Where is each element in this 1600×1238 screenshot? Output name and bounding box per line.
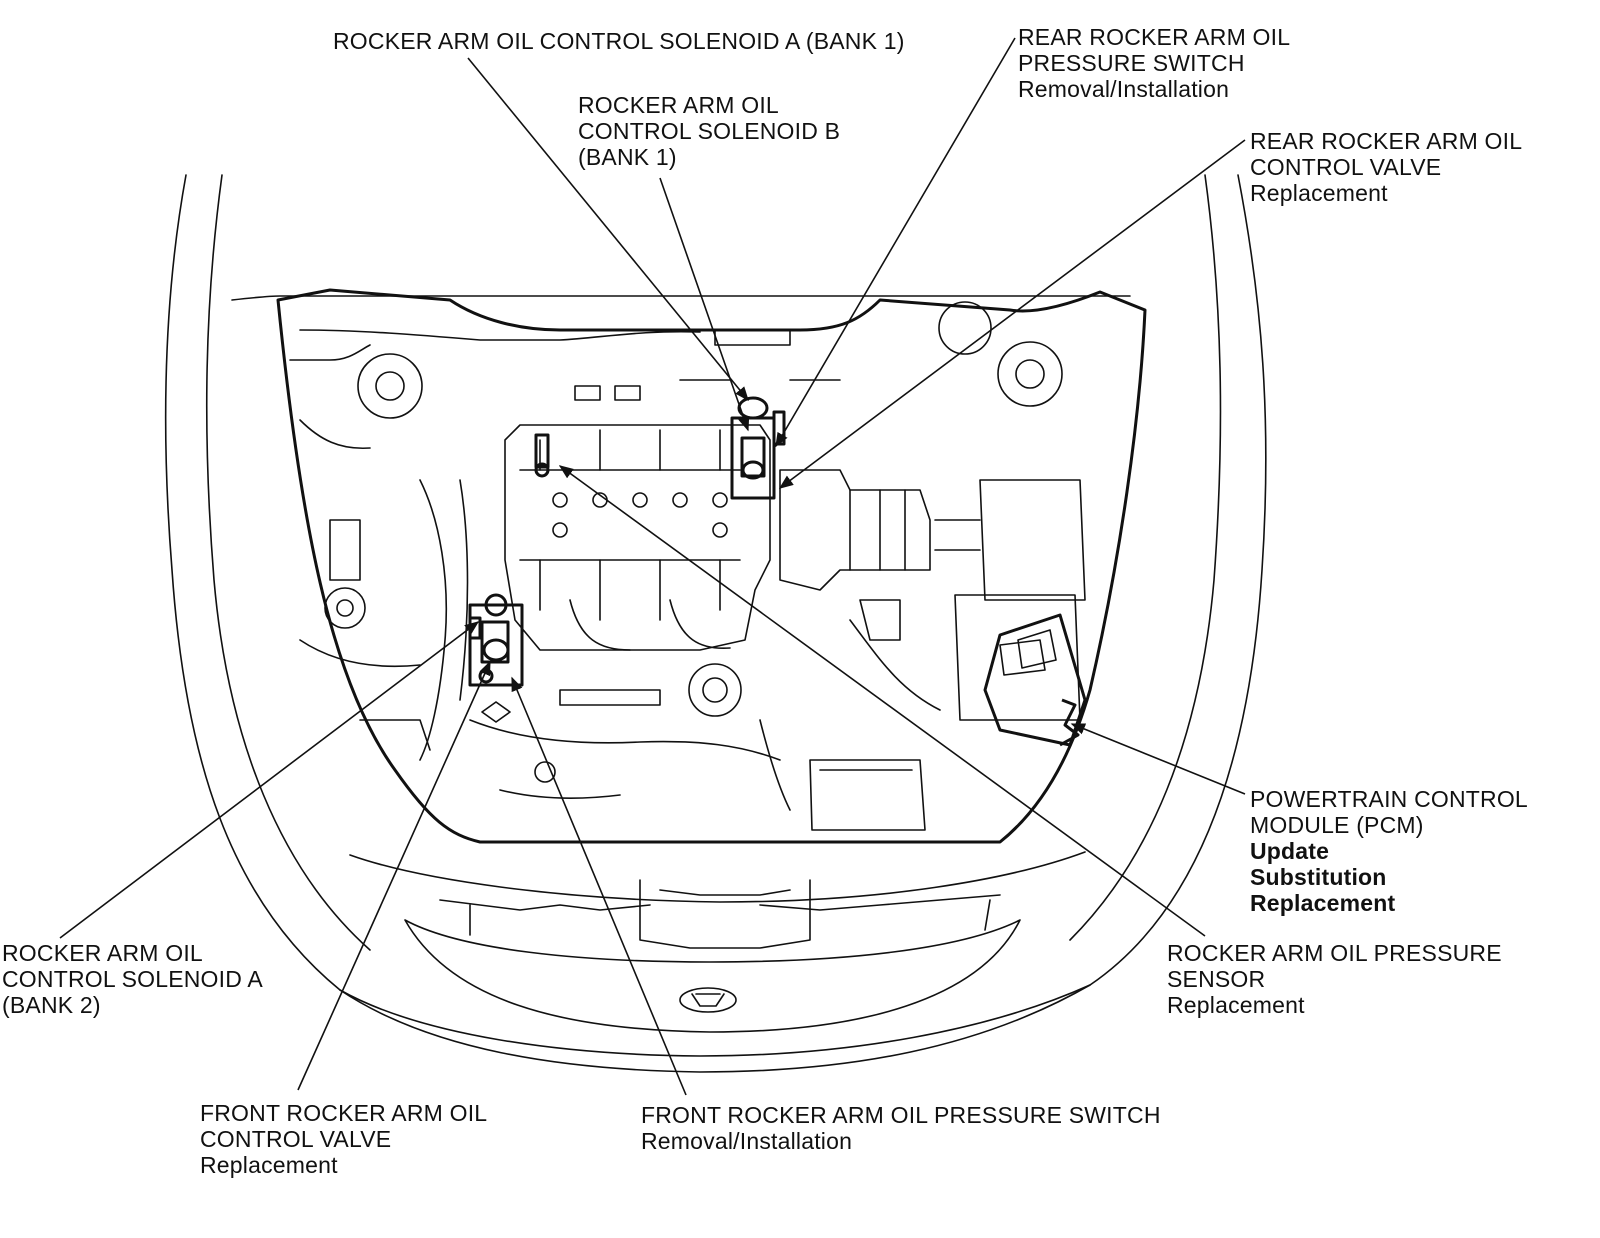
callout-title: (BANK 2)	[2, 992, 101, 1018]
callout-pressure-sensor: ROCKER ARM OIL PRESSURE SENSOR Replaceme…	[1167, 940, 1502, 1018]
callout-solenoid-b-bank1: ROCKER ARM OIL CONTROL SOLENOID B (BANK …	[578, 92, 840, 170]
leader-solenoid-b-bank1	[659, 177, 750, 432]
highlighted-parts	[468, 396, 1087, 747]
callout-title: FRONT ROCKER ARM OIL PRESSURE SWITCH	[641, 1102, 1161, 1128]
leader-solenoid-a-bank2	[59, 621, 480, 939]
callout-title: PRESSURE SWITCH	[1018, 50, 1245, 76]
leader-solenoid-a-bank1	[467, 57, 749, 402]
callout-title: ROCKER ARM OIL	[578, 92, 779, 118]
callout-title: ROCKER ARM OIL CONTROL SOLENOID A (BANK …	[333, 28, 905, 54]
callout-title: CONTROL SOLENOID B	[578, 118, 841, 144]
leader-rear-pressure-switch	[775, 37, 1016, 448]
callout-title: (BANK 1)	[578, 144, 677, 170]
callout-front-pressure-switch: FRONT ROCKER ARM OIL PRESSURE SWITCH Rem…	[641, 1102, 1161, 1154]
leader-pressure-sensor	[558, 465, 1206, 937]
callout-front-control-valve: FRONT ROCKER ARM OIL CONTROL VALVE Repla…	[200, 1100, 487, 1178]
leader-front-pressure-switch	[511, 676, 687, 1096]
callout-title: ROCKER ARM OIL PRESSURE	[1167, 940, 1502, 966]
callout-title: CONTROL VALVE	[200, 1126, 392, 1152]
callout-solenoid-a-bank1: ROCKER ARM OIL CONTROL SOLENOID A (BANK …	[333, 28, 905, 54]
callout-title: SENSOR	[1167, 966, 1266, 992]
callout-rear-control-valve: REAR ROCKER ARM OIL CONTROL VALVE Replac…	[1250, 128, 1522, 206]
callout-title: MODULE (PCM)	[1250, 812, 1424, 838]
callout-action: Replacement	[200, 1152, 338, 1178]
callout-title: ROCKER ARM OIL	[2, 940, 203, 966]
callout-title: REAR ROCKER ARM OIL	[1018, 24, 1291, 50]
callout-pcm: POWERTRAIN CONTROL MODULE (PCM) Update S…	[1250, 786, 1528, 916]
callout-action: Replacement	[1167, 992, 1305, 1018]
hood-opening	[276, 288, 1147, 844]
engine-components	[289, 301, 1086, 831]
leader-pcm	[1070, 723, 1246, 795]
callout-solenoid-a-bank2: ROCKER ARM OIL CONTROL SOLENOID A (BANK …	[2, 940, 263, 1018]
callout-action: Removal/Installation	[641, 1128, 853, 1154]
leader-front-control-valve	[297, 660, 491, 1091]
car-body-outline	[164, 174, 1267, 1073]
callout-title: REAR ROCKER ARM OIL	[1250, 128, 1523, 154]
callout-action: Replacement	[1250, 890, 1396, 916]
callout-title: CONTROL VALVE	[1250, 154, 1442, 180]
callout-action: Update	[1250, 838, 1330, 864]
callout-action: Replacement	[1250, 180, 1388, 206]
callout-action: Removal/Installation	[1018, 76, 1230, 102]
leader-lines	[59, 37, 1246, 1096]
front-bumper-grille	[349, 851, 1086, 1033]
callout-title: FRONT ROCKER ARM OIL	[200, 1100, 488, 1126]
callout-title: POWERTRAIN CONTROL	[1250, 786, 1528, 812]
callout-action: Substitution	[1250, 864, 1387, 890]
callout-title: CONTROL SOLENOID A	[2, 966, 263, 992]
callout-rear-pressure-switch: REAR ROCKER ARM OIL PRESSURE SWITCH Remo…	[1018, 24, 1290, 102]
leader-rear-control-valve	[778, 139, 1246, 489]
